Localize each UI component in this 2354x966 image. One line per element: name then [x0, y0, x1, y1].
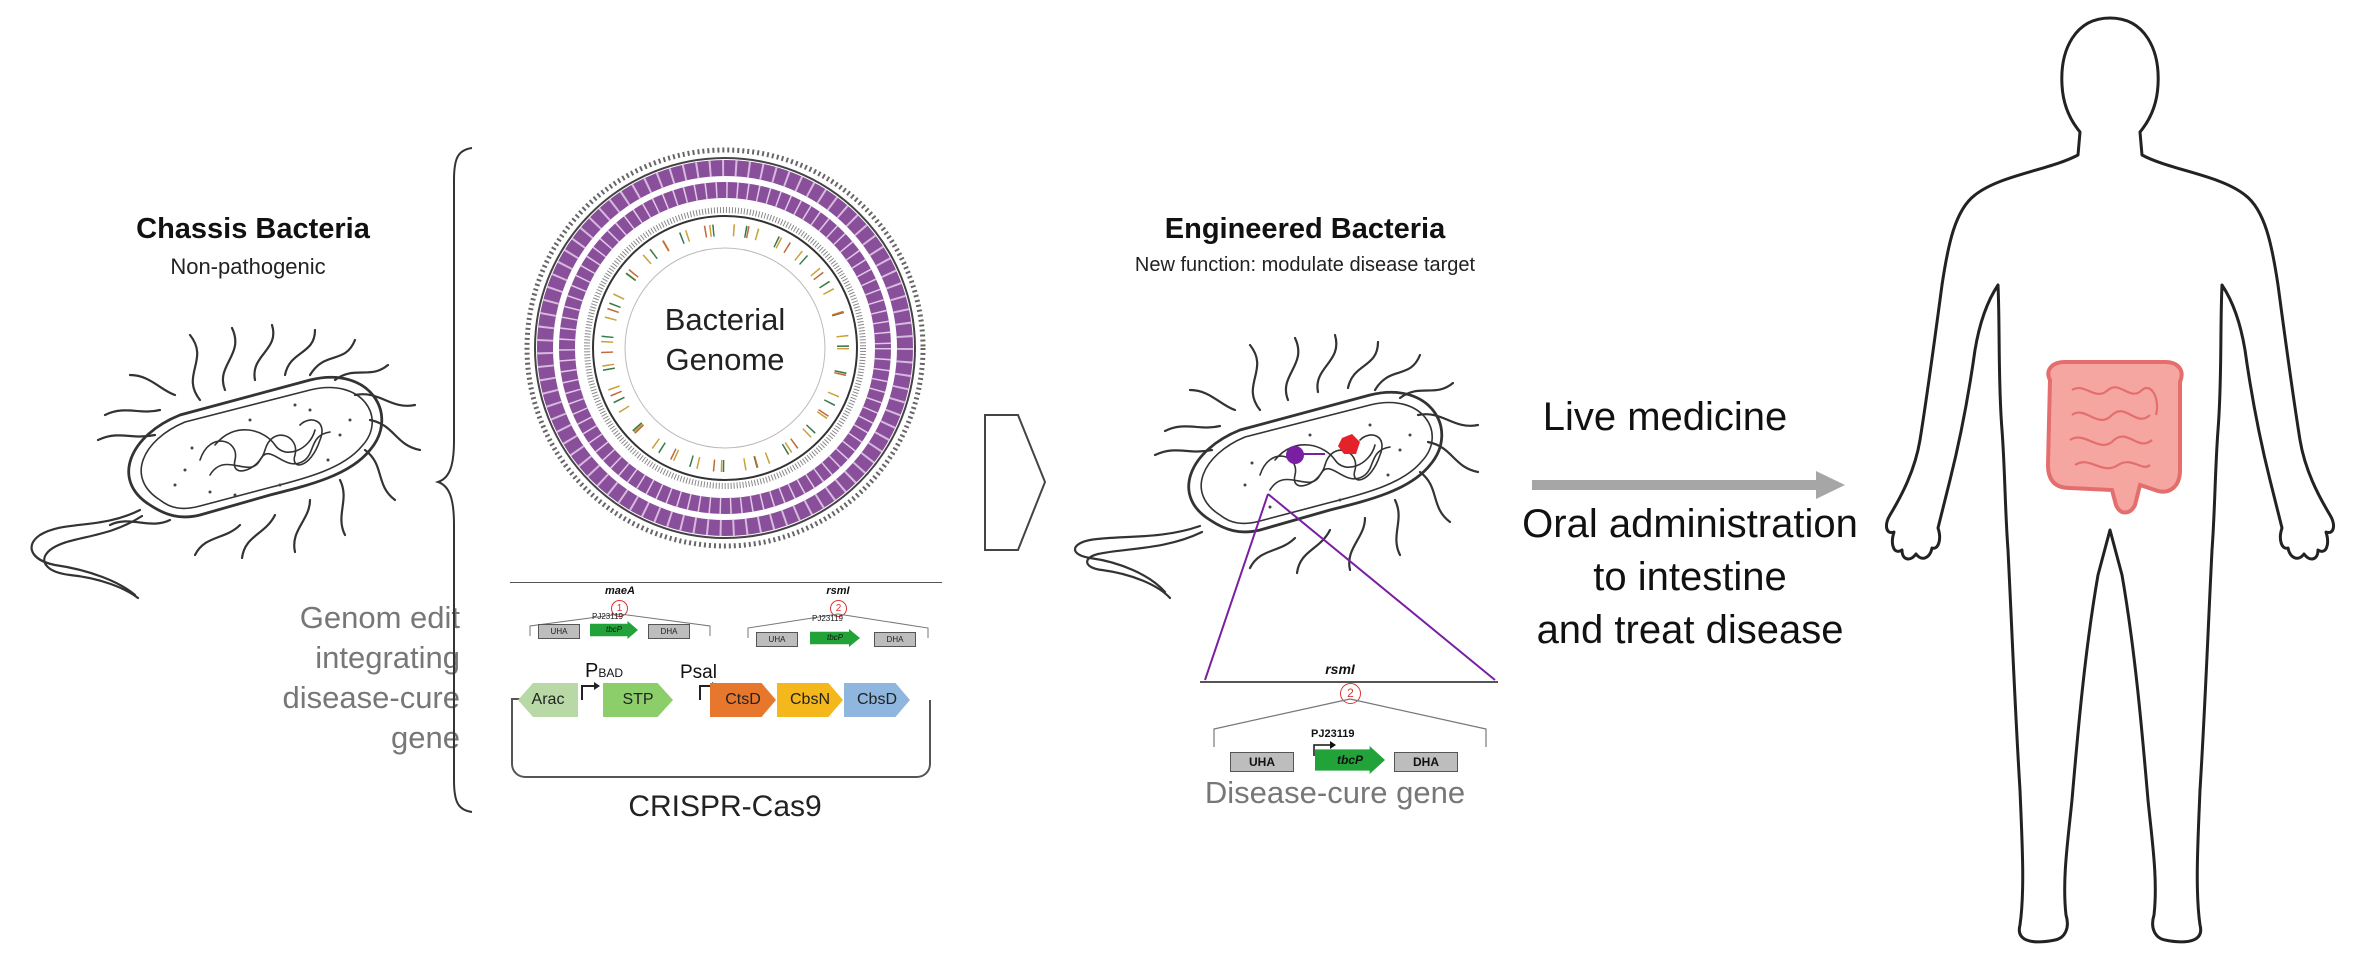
plasmid-backbone [511, 700, 931, 778]
genome-edit-line-2: integrating [315, 640, 460, 675]
insert-uha-box: UHA [1230, 752, 1294, 772]
human-body-outline [1885, 16, 2335, 944]
insert-construct-lines [1213, 698, 1487, 747]
part-arac: Arac [518, 683, 578, 717]
genome-edit-line-4: gene [391, 720, 460, 755]
insert-detail-baseline [1200, 681, 1498, 683]
site2-construct-lines [747, 613, 929, 638]
chassis-subtitle: Non-pathogenic [170, 254, 326, 279]
site1-number-badge: 1 [611, 600, 628, 617]
insert-caption: Disease-cure gene [1204, 775, 1466, 810]
promoter-pbad-sub: BAD [598, 666, 624, 680]
delivery-label-top: Live medicine [1542, 395, 1788, 439]
process-chevron [984, 414, 1047, 551]
site2-gene-label: rsmI [826, 585, 850, 597]
chassis-bacterium-illustration [30, 323, 422, 600]
insert-tbcp-arrow: tbcP [1315, 746, 1385, 774]
site1-insert-arrow: tbcP [590, 621, 638, 639]
insert-number-badge: 2 [1340, 683, 1361, 704]
delivery-line-3: and treat disease [1536, 608, 1844, 652]
genome-label-line-1: Bacterial [664, 302, 786, 337]
genome-edit-line-1: Genom edit [299, 600, 460, 635]
engineered-subtitle: New function: modulate disease target [1134, 254, 1476, 276]
plasmid-left-cap [511, 698, 521, 700]
promoter-psal-label: Psal [680, 662, 717, 683]
chassis-title: Chassis Bacteria [136, 213, 370, 245]
part-cbsn: CbsN [777, 683, 843, 717]
genome-edit-line-3: disease-cure [282, 680, 460, 715]
insert-gene-label: rsmI [1325, 661, 1355, 677]
insert-promoter-label: PJ23119 [1311, 728, 1355, 740]
site1-promoter-label: PJ23119 [592, 612, 623, 621]
site2-promoter-label: PJ23119 [812, 614, 843, 623]
site2-number-badge: 2 [830, 600, 847, 617]
site1-gene-label: maeA [605, 585, 635, 597]
site2-uha-box: UHA [756, 632, 798, 647]
construct-divider [510, 582, 942, 583]
site1-uha-box: UHA [538, 624, 580, 639]
insert-dha-box: DHA [1394, 752, 1458, 772]
site1-dha-box: DHA [648, 624, 690, 639]
delivery-arrow [1532, 471, 1845, 499]
intestine-icon [2045, 360, 2184, 515]
site2-insert-arrow: tbcP [810, 629, 860, 647]
site1-construct-lines [529, 613, 711, 636]
part-cbsd: CbsD [844, 683, 910, 717]
delivery-line-1: Oral administration [1522, 502, 1858, 546]
genome-edit-description: Genom edit integrating disease-cure gene [235, 598, 460, 758]
promoter-pbad-label: PBAD [585, 660, 623, 683]
site2-dha-box: DHA [874, 632, 916, 647]
zoom-lines [1204, 493, 1496, 681]
engineered-bacterium-illustration [1073, 333, 1480, 600]
curly-brace [434, 147, 473, 813]
delivery-label-bottom: Oral administration to intestine and tre… [1490, 498, 1890, 657]
plasmid-caption: CRISPR-Cas9 [628, 790, 822, 823]
promoter-pbad-main: P [585, 660, 599, 682]
engineered-title: Engineered Bacteria [1164, 213, 1446, 245]
part-ctsd: CtsD [710, 683, 776, 717]
genome-label-line-2: Genome [665, 342, 785, 377]
delivery-line-2: to intestine [1593, 555, 1787, 599]
bacterial-genome-map [524, 147, 926, 549]
part-stp: STP [603, 683, 673, 717]
insert-promoter-arrow [1313, 741, 1336, 756]
